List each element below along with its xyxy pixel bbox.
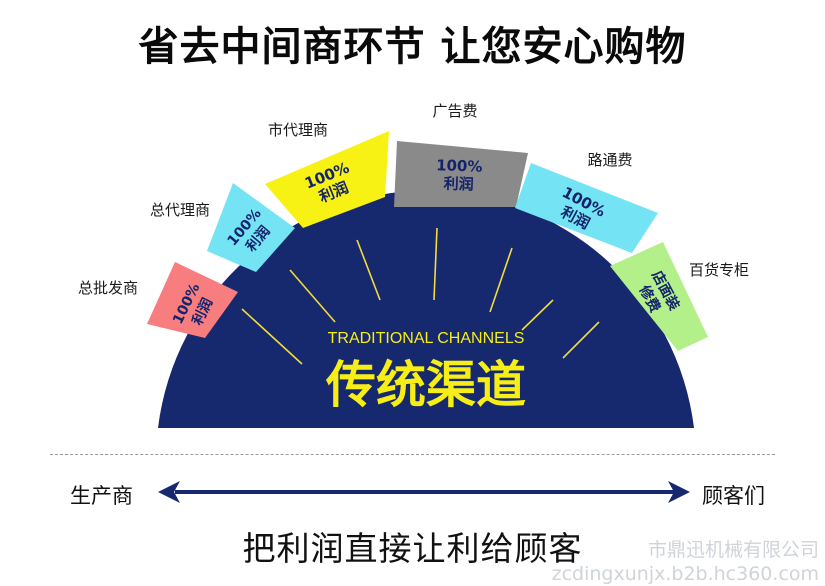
segment-label: 路通费	[587, 151, 632, 169]
dome-shape	[158, 190, 694, 428]
double-arrow	[158, 481, 690, 503]
light-ray	[433, 227, 438, 301]
light-ray	[241, 308, 303, 365]
segment-label: 总代理商	[150, 201, 210, 219]
segment-block	[147, 262, 238, 338]
watermark: 市鼎迅机械有限公司 zcdingxunjx.b2b.hc360.com	[519, 538, 819, 586]
watermark-url: zcdingxunjx.b2b.hc360.com	[551, 563, 819, 585]
center-chinese-text: 传统渠道	[325, 356, 526, 414]
segment-label: 市代理商	[268, 121, 328, 139]
producer-label: 生产商	[70, 484, 133, 508]
slogan-text: 把利润直接让利给顾客	[242, 529, 583, 568]
segment-label: 总批发商	[78, 279, 138, 297]
segment-text-line1: 100%	[436, 156, 483, 176]
light-rays	[241, 227, 600, 365]
page-title: 省去中间商环节 让您安心购物	[138, 24, 687, 70]
segment-text-line2: 利润	[443, 174, 474, 193]
watermark-company: 市鼎迅机械有限公司	[647, 539, 819, 561]
segment-text: 100%利润	[435, 156, 483, 194]
dashed-divider	[50, 454, 775, 455]
light-ray	[489, 247, 513, 313]
light-ray	[521, 299, 554, 331]
segment-label: 广告费	[432, 102, 477, 120]
customer-label: 顾客们	[702, 484, 765, 508]
segment-block	[394, 141, 528, 207]
segment-block	[207, 183, 295, 272]
segment-block	[515, 163, 658, 253]
segment-block	[265, 131, 389, 228]
light-ray	[356, 239, 381, 301]
segment-label: 百货专柜	[689, 261, 749, 279]
segment-block	[610, 242, 708, 351]
light-ray	[562, 321, 600, 359]
light-ray	[289, 269, 336, 323]
center-english-text: TRADITIONAL CHANNELS	[328, 330, 525, 347]
